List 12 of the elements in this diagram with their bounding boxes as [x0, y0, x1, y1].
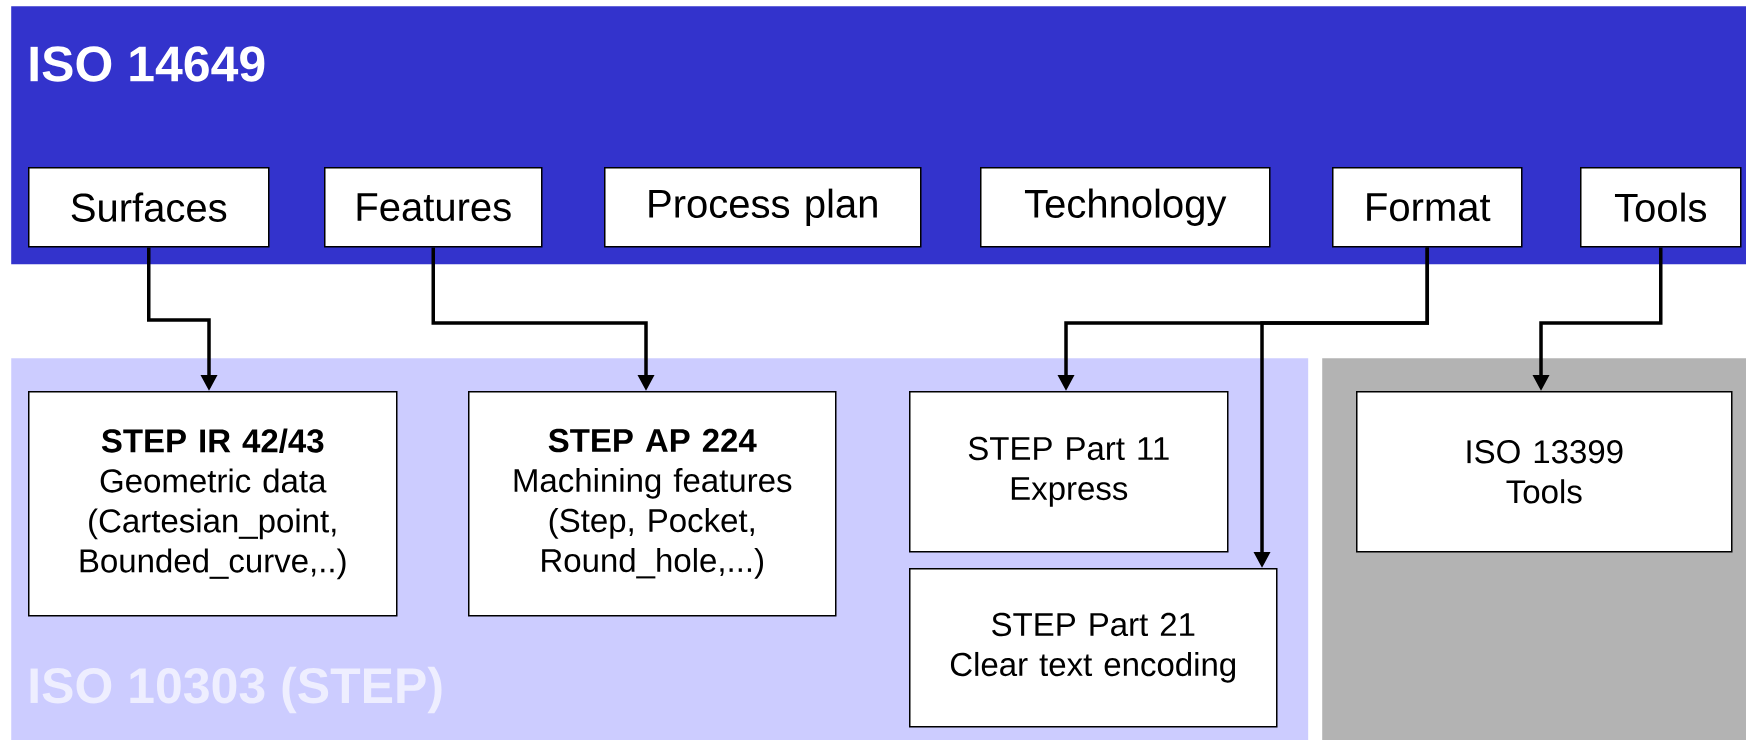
band-title: ISO 14649	[30, 46, 265, 82]
standard-box: Format	[1332, 167, 1523, 248]
standard-box: Tools	[1580, 167, 1742, 248]
standard-box: Features	[324, 167, 543, 248]
standard-box: STEP Part 21 Clear text encoding	[909, 568, 1278, 728]
standard-box: Surfaces	[28, 167, 270, 248]
standard-box: Process plan	[604, 167, 922, 248]
standard-box: ISO 13399 Tools	[1356, 391, 1733, 553]
standard-box: Technology	[980, 167, 1271, 248]
standard-box: STEP AP 224 Machining features (Step, Pocket, Round_hole,...)	[468, 391, 837, 617]
standard-box: STEP Part 11 Express	[909, 391, 1229, 553]
standard-box: STEP IR 42/43 Geometric data (Cartesian_point, Bounded_curve,..)	[28, 391, 398, 617]
